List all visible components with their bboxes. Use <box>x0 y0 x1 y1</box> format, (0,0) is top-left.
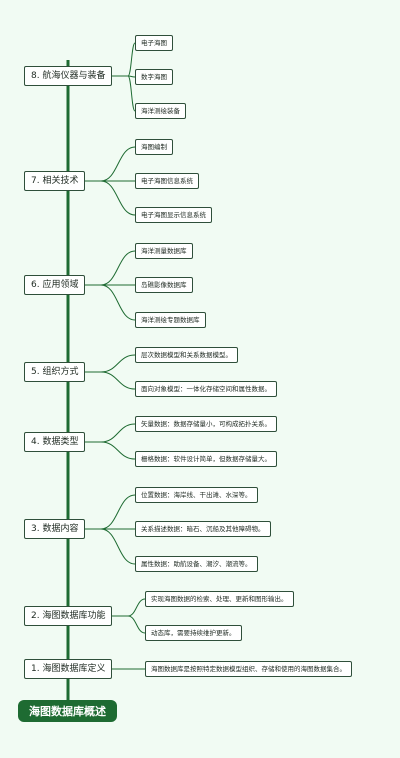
branch-data-types[interactable]: 4. 数据类型 <box>24 432 86 452</box>
leaf-position-data[interactable]: 位置数据：海岸线、干出滩、水深等。 <box>135 487 258 503</box>
leaf-chart-compilation[interactable]: 海图编制 <box>135 139 173 155</box>
leaf-vector-data[interactable]: 矢量数据：数据存储量小，可构成拓扑关系。 <box>135 416 277 432</box>
leaf-object-oriented-model[interactable]: 面向对象模型：一体化存储空间和属性数据。 <box>135 381 277 397</box>
connector-3-0 <box>100 354 136 373</box>
branch-related-technology[interactable]: 7. 相关技术 <box>24 171 86 191</box>
connector-0-1 <box>127 75 136 78</box>
connector-6-0 <box>127 598 146 617</box>
leaf-raster-data[interactable]: 栅格数据：软件设计简单，但数据存储量大。 <box>135 451 277 467</box>
connector-1-0 <box>100 146 136 182</box>
connector-2-0 <box>100 250 136 286</box>
branch-data-content[interactable]: 3. 数据内容 <box>24 519 86 539</box>
connector-5-2 <box>100 528 136 565</box>
leaf-ecis[interactable]: 电子海图信息系统 <box>135 173 199 189</box>
leaf-attribute-data[interactable]: 属性数据：助航设备、潮汐、潮流等。 <box>135 556 258 572</box>
branch-database-definition[interactable]: 1. 海图数据库定义 <box>24 659 113 679</box>
connector-4-1 <box>100 441 136 460</box>
connector-6-1 <box>127 615 146 634</box>
branch-organization-method[interactable]: 5. 组织方式 <box>24 362 86 382</box>
leaf-relation-data[interactable]: 关系描述数据：暗石、沉船及其他障碍物。 <box>135 521 271 537</box>
leaf-survey-database[interactable]: 海洋测量数据库 <box>135 243 193 259</box>
leaf-dynamic-library[interactable]: 动态库，需要持续维护更新。 <box>145 625 242 641</box>
connector-5-0 <box>100 494 136 530</box>
root-node[interactable]: 海图数据库概述 <box>18 700 117 722</box>
connector-3-1 <box>100 371 136 390</box>
leaf-thematic-database[interactable]: 海洋测绘专题数据库 <box>135 312 206 328</box>
leaf-surveying-equipment[interactable]: 海洋测绘装备 <box>135 103 186 119</box>
leaf-reef-image-database[interactable]: 岛礁影像数据库 <box>135 277 193 293</box>
leaf-digital-chart[interactable]: 数字海图 <box>135 69 173 85</box>
connector-2-2 <box>100 284 136 321</box>
leaf-definition-text[interactable]: 海图数据库是按照特定数据模型组织、存储和使用的海图数据集合。 <box>145 661 352 677</box>
branch-navigation-instruments[interactable]: 8. 航海仪器与装备 <box>24 66 113 86</box>
leaf-ecdis[interactable]: 电子海图显示信息系统 <box>135 207 212 223</box>
branch-database-functions[interactable]: 2. 海图数据库功能 <box>24 606 113 626</box>
leaf-hierarchical-relational-model[interactable]: 层次数据模型和关系数据模型。 <box>135 347 238 363</box>
connector-1-2 <box>100 180 136 216</box>
connector-0-2 <box>127 75 136 112</box>
branch-application-fields[interactable]: 6. 应用领域 <box>24 275 86 295</box>
leaf-retrieval-processing[interactable]: 实现海图数据的检索、处理、更新和图形输出。 <box>145 591 294 607</box>
connector-0-0 <box>127 42 136 77</box>
leaf-electronic-chart[interactable]: 电子海图 <box>135 35 173 51</box>
connector-4-0 <box>100 423 136 443</box>
